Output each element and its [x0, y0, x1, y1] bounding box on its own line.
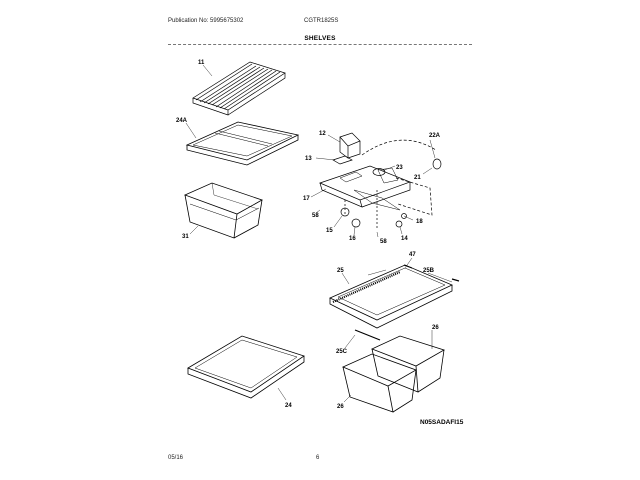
- callout-21: 21: [414, 175, 421, 181]
- callout-24a: 24A: [176, 118, 188, 124]
- callout-25: 25: [337, 268, 344, 274]
- publication-number: Publication No: 5995675302: [168, 18, 244, 24]
- glass-shelf-24a: [185, 121, 300, 166]
- callout-11: 11: [198, 60, 205, 66]
- header-divider: [168, 44, 472, 45]
- drawer-31: [183, 182, 263, 239]
- callout-25c: 25C: [336, 349, 348, 355]
- glass-shelf-24: [187, 335, 305, 399]
- callout-24: 24: [285, 403, 292, 409]
- callout-26a: 26: [432, 325, 439, 331]
- callout-47: 47: [409, 252, 416, 258]
- callout-58b: 58: [380, 239, 387, 245]
- callout-12: 12: [319, 131, 326, 137]
- callout-17: 17: [303, 196, 310, 202]
- callout-15: 15: [326, 228, 333, 234]
- footer-date: 05/16: [168, 455, 184, 461]
- page-number: 6: [316, 455, 320, 461]
- pan-drawers: [341, 335, 445, 413]
- callout-13: 13: [305, 156, 312, 162]
- model-number: CGTR1825S: [304, 18, 339, 24]
- wire-shelf: [192, 61, 286, 116]
- callout-22a: 22A: [429, 133, 441, 139]
- leader-lines: [185, 64, 453, 403]
- callout-25b: 25B: [423, 268, 435, 274]
- control-housing: [319, 132, 442, 230]
- callout-14: 14: [401, 236, 408, 242]
- callout-23: 23: [396, 165, 403, 171]
- section-title: SHELVES: [304, 35, 336, 42]
- glass-shelf-25: [329, 264, 460, 341]
- callout-16: 16: [349, 236, 356, 242]
- callout-31: 31: [182, 234, 189, 240]
- callout-26b: 26: [337, 404, 344, 410]
- callout-18: 18: [416, 219, 423, 225]
- diagram-code: N05SADAFI15: [420, 419, 464, 426]
- callout-58a: 58: [312, 213, 319, 219]
